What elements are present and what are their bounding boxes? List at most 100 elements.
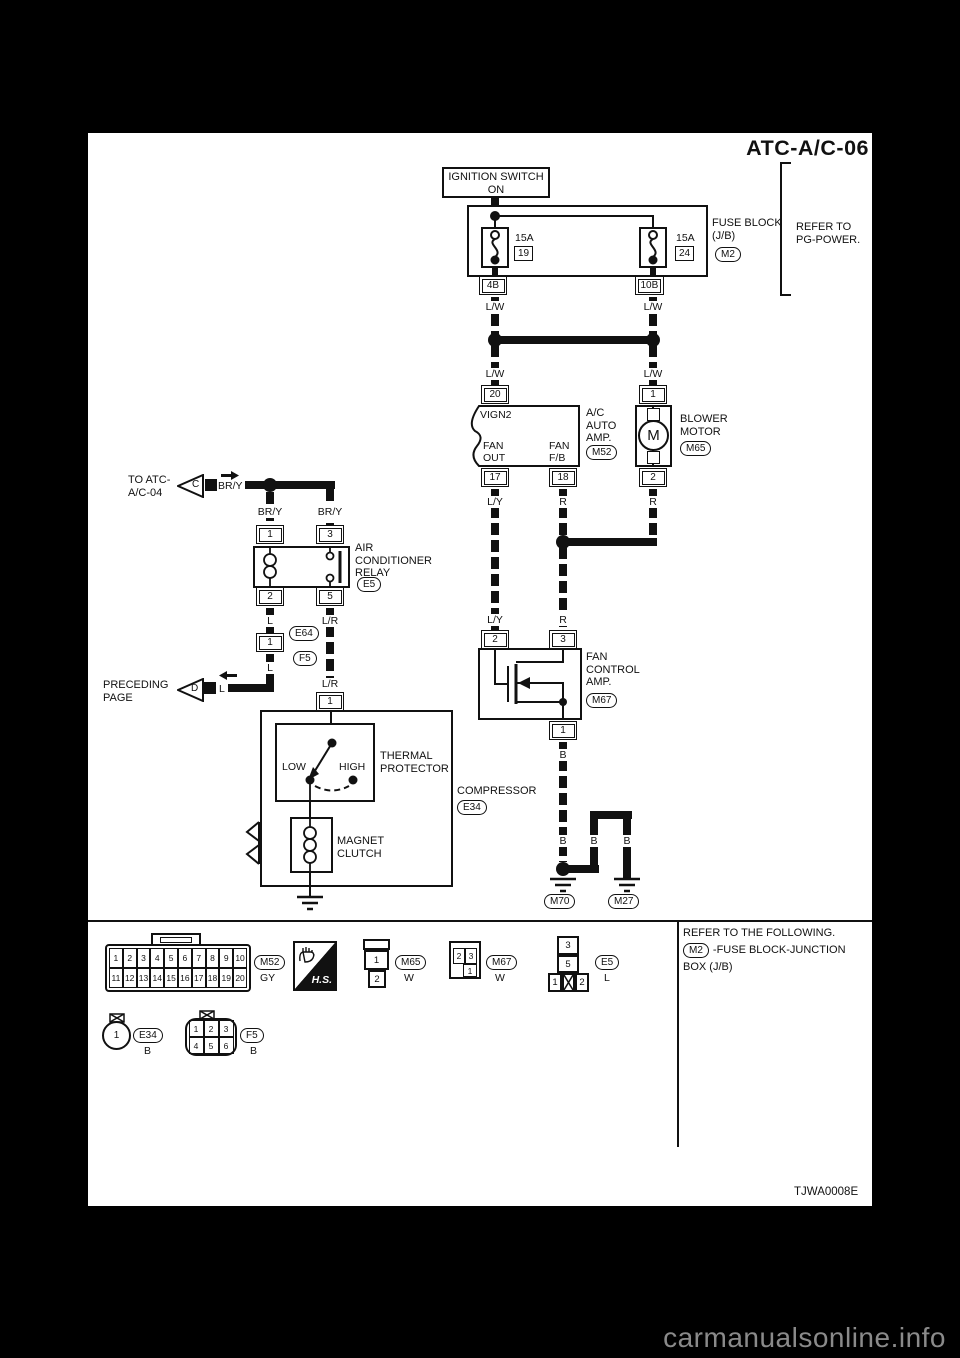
refer-following-line: REFER TO THE FOLLOWING.	[683, 927, 836, 939]
page-title: ATC-A/C-06	[746, 136, 869, 160]
wire-color-label: R	[647, 496, 659, 508]
ground-icon	[614, 877, 640, 893]
pin-cell: 18	[205, 968, 220, 988]
arrow-left-icon	[219, 671, 237, 680]
pin-cell: 17	[191, 968, 206, 988]
thermal-high-label: HIGH	[339, 761, 366, 773]
junction-dot	[263, 478, 277, 492]
legend-connector-m65-pin1: 1	[364, 950, 389, 970]
fan-amp-connector-tag: M67	[586, 693, 618, 708]
pin-1-inline: 1	[256, 633, 284, 652]
wire-color-label: L/R	[319, 678, 341, 690]
refer-following-line3: BOX (J/B)	[683, 961, 733, 973]
pin-1-blower: 1	[639, 385, 667, 404]
legend-tag-m67: M67	[486, 955, 518, 970]
wire-stub	[492, 268, 498, 277]
ac-amp-label: A/C AUTO AMP.	[586, 407, 617, 444]
pin-cell: 11	[109, 968, 123, 988]
pin-cell: 5	[164, 948, 178, 968]
ignition-switch-box: IGNITION SWITCH ON	[442, 167, 550, 198]
legend-color-e34: B	[144, 1045, 152, 1057]
legend-color-f5: B	[250, 1045, 258, 1057]
wire-color-label: L/W	[641, 368, 665, 380]
legend-divider-vertical	[677, 922, 679, 1147]
wire-stub	[650, 268, 656, 277]
wire-fuse1-lead	[494, 220, 496, 228]
pin-4b: 4B	[479, 276, 507, 295]
crossed-cell	[562, 973, 575, 992]
pin-cell: 8	[205, 948, 220, 968]
inline-connector-tag-e64: E64	[289, 626, 319, 641]
wire-color-label: BR/Y	[218, 480, 243, 492]
pin-10b: 10B	[635, 276, 664, 295]
refer-following-row: M2 -FUSE BLOCK-JUNCTION	[683, 943, 846, 958]
legend-connector-f5: 1 2 3 4 5 6	[185, 1018, 237, 1056]
bracket-icon	[780, 162, 791, 296]
motor-icon: M	[638, 420, 669, 451]
refer-pg-power-note: REFER TO PG-POWER.	[796, 221, 861, 246]
wire-b-branch-top	[590, 811, 632, 819]
pin-cell: 9	[219, 948, 234, 968]
watermark: carmanualsonline.info	[663, 1322, 946, 1353]
pin-cell: 3	[218, 1020, 234, 1037]
hs-badge: H.S.	[293, 941, 337, 991]
pin-cell: 19	[219, 968, 234, 988]
wire-r-2	[649, 489, 657, 538]
diagram-page: ATC-A/C-06 IGNITION SWITCH ON 15A 19 15A…	[88, 133, 872, 1206]
wire-lw-1	[491, 297, 499, 335]
refer-following-line2: -FUSE BLOCK-JUNCTION	[712, 944, 846, 957]
figure-code: TJWA0008E	[794, 1186, 859, 1198]
pin-cell: 4	[188, 1037, 204, 1054]
triangle-connector-icon	[177, 474, 204, 498]
legend-color-m52: GY	[260, 972, 276, 984]
wire-color-label: L/W	[641, 301, 665, 313]
pin-cell: 3	[465, 948, 477, 964]
wire-color-label: B	[557, 835, 569, 847]
pin-cell: 1	[188, 1020, 204, 1037]
pin-cell: 2	[122, 948, 137, 968]
pin-5-relay: 5	[316, 587, 344, 606]
ground-icon	[550, 877, 576, 893]
wire-l-corner	[266, 682, 274, 692]
fuse-block-connector-tag: M2	[715, 247, 741, 262]
pin-cell: 6	[177, 948, 192, 968]
fuse-icon	[481, 227, 509, 268]
fuse2-number: 24	[675, 246, 695, 261]
wire-r-1	[559, 489, 567, 535]
fuse-block-label: FUSE BLOCK (J/B)	[712, 217, 782, 242]
legend-color-e5: L	[604, 972, 610, 984]
legend-tag-e5: E5	[595, 955, 620, 970]
junction-dot	[646, 333, 660, 347]
wire-b-branch-bar	[559, 865, 599, 873]
pin-cell: 3	[136, 948, 151, 968]
pin-cell: 6	[218, 1037, 234, 1054]
pin-cell: 10	[233, 948, 247, 968]
pin-cell: 12	[122, 968, 137, 988]
wire-color-label: BR/Y	[255, 506, 285, 518]
junction-dot	[488, 333, 502, 347]
hs-label: H.S.	[311, 974, 332, 986]
pin-cell: 1	[463, 964, 477, 977]
legend-tag-m52: M52	[254, 955, 286, 970]
pin-1-compressor: 1	[316, 692, 344, 711]
pin-17: 17	[481, 468, 509, 487]
wire-color-label: B	[621, 835, 633, 847]
pin-1-relay: 1	[256, 525, 284, 544]
magnet-clutch-label: MAGNET CLUTCH	[337, 835, 385, 860]
junction-dot	[556, 535, 570, 549]
blower-connector-tag: M65	[680, 441, 712, 456]
fan-amp-label: FAN CONTROL AMP.	[586, 651, 640, 688]
connector-letter: C	[192, 479, 200, 490]
pin-cell: 2	[575, 973, 589, 992]
wire-color-label: L/R	[319, 615, 341, 627]
pin-cell: 5	[557, 955, 579, 973]
wire-color-label: B	[557, 749, 569, 761]
pin-cell: 15	[164, 968, 178, 988]
pin-cell: 1	[548, 973, 562, 992]
pulley-icon	[245, 821, 261, 865]
triangle-connector-icon	[177, 678, 204, 702]
pin-cell: 5	[203, 1037, 219, 1054]
fet-icon	[494, 648, 567, 720]
wire-r-corner	[559, 538, 657, 546]
wire-color-label: L/Y	[485, 496, 505, 508]
